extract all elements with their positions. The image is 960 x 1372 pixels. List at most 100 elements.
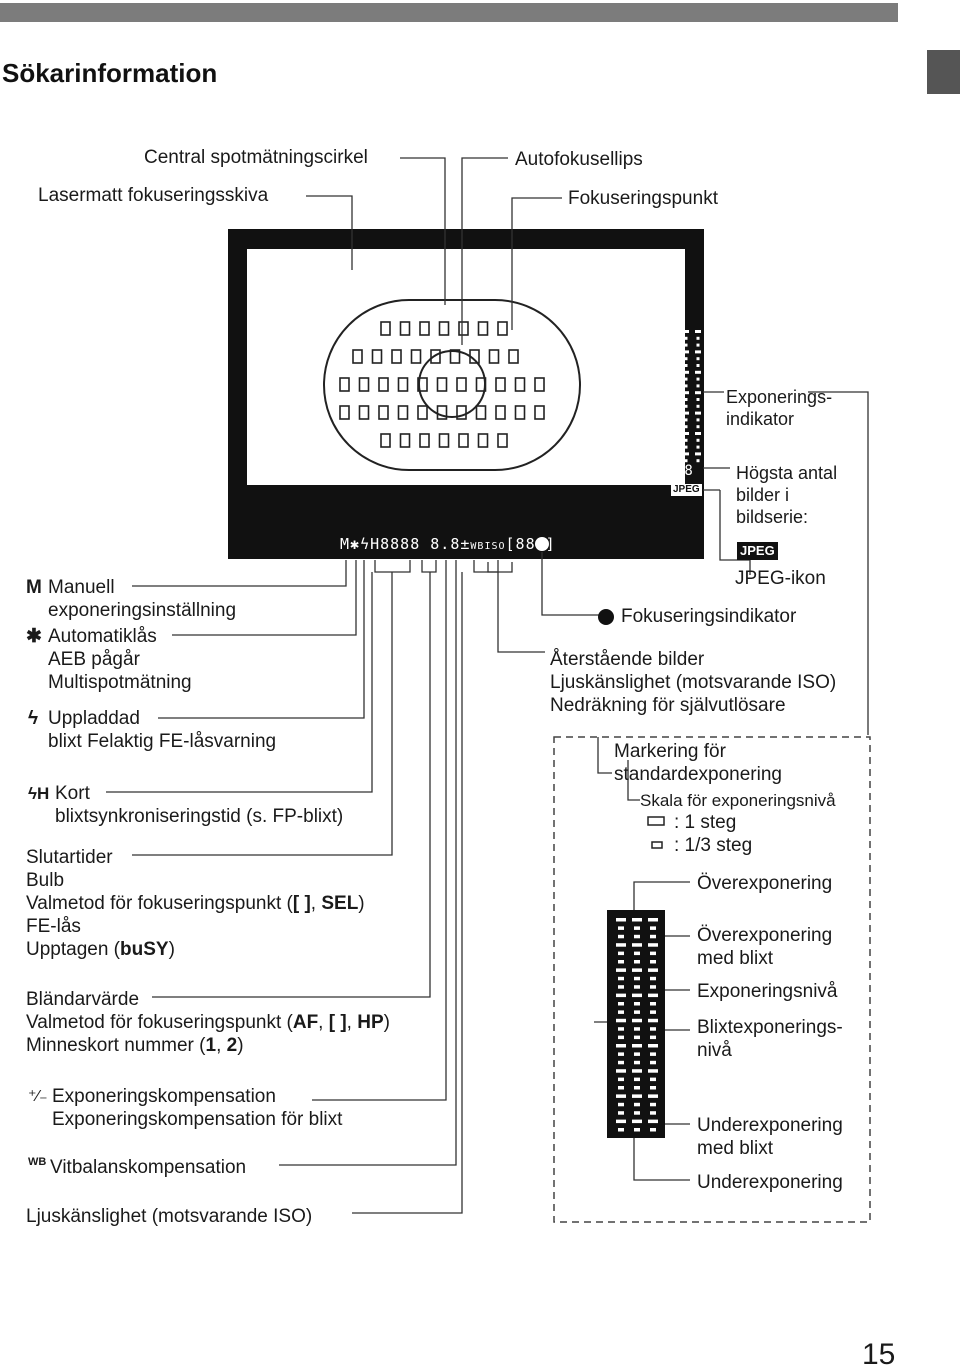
vf-scale-tick <box>696 418 700 422</box>
af-point-mark <box>475 377 487 392</box>
af-points-grid <box>339 321 545 448</box>
af-point-mark <box>371 349 383 364</box>
vf-scale-tick <box>696 425 700 429</box>
label-manual-1: Manuell <box>48 577 115 598</box>
vf-scale-tick <box>696 357 700 361</box>
af-point-mark <box>449 349 461 364</box>
af-point-mark <box>497 433 508 448</box>
scale-tick <box>618 926 624 930</box>
scale-tick <box>634 1027 640 1031</box>
scale-tick <box>648 1069 658 1073</box>
lcd-burst: 88 <box>676 463 693 479</box>
label-flash-2: blixt Felaktig FE-låsvarning <box>48 731 277 752</box>
vf-scale-tick <box>695 370 701 374</box>
vf-scale-tick <box>684 445 688 449</box>
label-third-stop: : 1/3 steg <box>674 835 753 856</box>
lcd-iso: ISO <box>484 541 506 552</box>
vf-scale-tick <box>695 391 701 395</box>
label-one-stop: : 1 steg <box>674 812 737 833</box>
scale-tick <box>650 1010 656 1014</box>
label-under-flash-1: Underexponering <box>697 1115 843 1136</box>
scale-tick <box>650 1052 656 1056</box>
label-exposure-indicator-2: indikator <box>726 409 795 429</box>
af-point-mark <box>380 433 391 448</box>
af-point-mark <box>358 405 370 420</box>
hss-icon: ϟH <box>28 784 50 803</box>
scale-tick <box>632 1119 642 1124</box>
vf-scale-tick <box>683 370 689 374</box>
lcd-manual-icon: M <box>340 535 351 553</box>
scale-tick <box>618 1002 624 1006</box>
af-point-mark <box>358 377 370 392</box>
scale-tick <box>634 1077 640 1082</box>
wb-icon: WB <box>28 1156 47 1168</box>
af-point-mark <box>477 433 489 448</box>
vf-scale-tick <box>671 432 677 435</box>
vf-scale-tick <box>695 411 701 415</box>
af-point-mark <box>339 377 350 392</box>
vf-scale-tick <box>696 438 700 442</box>
label-jpeg: JPEG-ikon <box>735 568 826 589</box>
scale-tick <box>618 960 624 964</box>
scale-tick <box>616 968 626 972</box>
label-ae-lock-3: Multispotmätning <box>48 672 192 693</box>
vf-scale-tick <box>684 404 688 408</box>
af-point-mark <box>495 377 506 392</box>
label-iso: Ljuskänslighet (motsvarande ISO) <box>26 1206 313 1227</box>
scale-tick <box>648 1094 658 1098</box>
vf-scale-tick <box>684 418 688 422</box>
scale-tick <box>650 1060 656 1065</box>
vf-scale-tick <box>696 398 700 401</box>
vf-scale-tick <box>684 384 688 388</box>
scale-tick <box>634 1002 640 1006</box>
scale-tick <box>618 1077 624 1082</box>
focus-indicator-dot <box>535 537 549 551</box>
af-point-mark <box>488 349 500 364</box>
vf-scale-tick <box>683 432 689 435</box>
scale-tick <box>650 1111 656 1115</box>
scale-tick <box>634 1035 640 1040</box>
scale-tick <box>650 1102 656 1107</box>
lcd-aperture: 8.8 <box>430 535 461 553</box>
scale-tick <box>634 1111 640 1115</box>
top-header-bar <box>0 3 898 22</box>
focusing-screen <box>247 249 685 485</box>
vf-scale-tick <box>671 370 677 374</box>
vf-scale-tick <box>696 364 700 367</box>
af-ellipse <box>323 299 581 471</box>
vf-scale-tick <box>696 343 700 347</box>
scale-tick <box>634 1060 640 1065</box>
scale-detail-box <box>553 736 871 1223</box>
label-over-flash-1: Överexponering <box>697 925 833 946</box>
scale-tick <box>618 1052 624 1056</box>
lcd-jpeg-icon: JPEG <box>671 484 702 496</box>
scale-tick <box>632 1069 642 1073</box>
label-shutter-4: FE-lås <box>26 916 81 937</box>
label-max-burst-2: bilder i <box>736 485 790 505</box>
label-aperture-3: Minneskort nummer (1, 2) <box>26 1035 244 1056</box>
af-point-mark <box>508 349 519 364</box>
label-over-flash-2: med blixt <box>697 948 774 969</box>
scale-tick <box>634 951 640 956</box>
one-stop-mark-icon <box>647 816 665 826</box>
label-shutter-2: Bulb <box>26 870 65 891</box>
scale-tick <box>634 985 640 989</box>
label-wb: Vitbalanskompensation <box>50 1157 247 1178</box>
vf-scale-tick <box>672 384 676 388</box>
vf-scale-tick <box>695 350 701 354</box>
page-title: Sökarinformation <box>2 58 218 88</box>
scale-tick <box>634 1102 640 1107</box>
lcd-ae-lock-icon: ✱ <box>350 535 361 553</box>
scale-tick <box>618 951 624 956</box>
scale-tick <box>634 1010 640 1014</box>
label-af-ellipse: Autofokusellips <box>515 149 643 170</box>
af-point-mark <box>417 405 428 420</box>
scale-tick <box>618 1035 624 1040</box>
af-point-mark <box>477 321 489 336</box>
label-level: Exponeringsnivå <box>697 981 838 1002</box>
scale-tick <box>634 926 640 930</box>
af-point-mark <box>534 405 545 420</box>
scale-tick <box>616 1044 626 1048</box>
af-point-mark <box>410 349 422 364</box>
